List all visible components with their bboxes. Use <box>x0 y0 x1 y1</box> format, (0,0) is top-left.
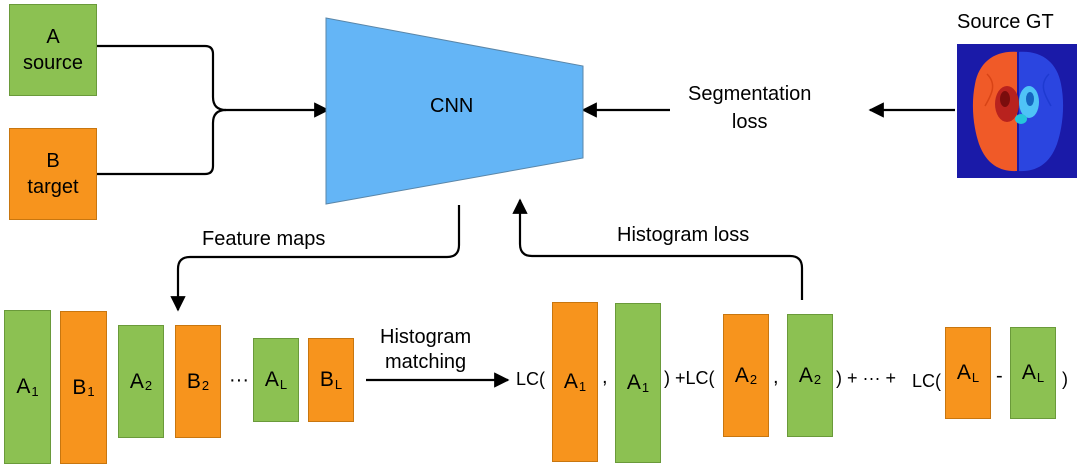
histogram-loss-label: Histogram loss <box>617 224 750 246</box>
loss-term1-b-letter: A <box>626 371 641 394</box>
loss-dash: - <box>996 365 1003 387</box>
feature-map-bl-letter: B <box>319 368 334 391</box>
segmentation-loss-line1: Segmentation <box>688 83 812 105</box>
loss-close-plus-dots: ) + ··· + <box>836 368 897 388</box>
loss-term3-b-letter: A <box>1021 361 1036 384</box>
feature-map-b2-letter: B <box>186 369 201 393</box>
loss-term3-a-sub: L <box>971 369 980 385</box>
loss-plus-lc2: +LC( <box>675 368 715 388</box>
feature-map-b1-sub: 1 <box>87 384 95 399</box>
loss-term1-a-sub: 1 <box>578 378 587 394</box>
histogram-matching-label: Histogram matching <box>380 325 471 375</box>
feature-maps-label: Feature maps <box>202 228 326 250</box>
cnn-label: CNN <box>430 95 474 117</box>
histogram-matching-line2: matching <box>384 351 467 373</box>
histogram-loss-arrow <box>512 198 804 300</box>
loss-term3-b-sub: L <box>1036 369 1045 385</box>
feature-map-al-sub: L <box>279 376 288 392</box>
input-a-letter: A <box>46 26 60 48</box>
loss-term2-b-sub: 2 <box>813 372 822 387</box>
feature-map-a1-letter: A <box>16 375 31 398</box>
loss-term2-a-sub: 2 <box>749 372 758 387</box>
feature-maps-arrow <box>170 205 461 312</box>
input-a-connector <box>96 44 227 112</box>
feature-ellipsis: ··· <box>229 369 249 391</box>
input-b-word: target <box>27 176 79 198</box>
loss-lc3-open: LC( <box>912 371 942 391</box>
input-b-connector <box>96 108 227 176</box>
feature-map-al-letter: A <box>264 368 279 391</box>
input-a-source: A source <box>9 4 97 96</box>
feature-map-bl-sub: L <box>334 376 343 392</box>
feature-map-b1-letter: B <box>72 375 87 399</box>
feature-map-a1-sub: 1 <box>31 383 39 399</box>
loss-term2-b-letter: A <box>798 363 813 387</box>
feature-map-a2-sub: 2 <box>144 378 153 393</box>
loss-term2-a-letter: A <box>734 363 749 387</box>
loss-term3-a-letter: A <box>956 361 971 384</box>
cnn-block <box>325 17 584 205</box>
source-gt-title: Source GT <box>957 11 1054 33</box>
loss-comma2: , <box>773 366 779 388</box>
loss-lc1-open: LC( <box>516 369 546 389</box>
feature-map-b2-sub: 2 <box>201 378 210 393</box>
input-a-word: source <box>22 52 84 74</box>
input-b-target: B target <box>9 128 97 220</box>
loss-close3: ) <box>1062 369 1068 389</box>
segmentation-loss-line2: loss <box>731 111 768 133</box>
histogram-matching-line1: Histogram <box>380 326 472 348</box>
brain-segmentation-graphic <box>972 51 1064 172</box>
segmentation-loss-label: Segmentation loss <box>688 80 811 136</box>
source-gt-image <box>957 44 1077 178</box>
loss-term1-a-letter: A <box>563 370 578 393</box>
loss-comma1: , <box>602 366 608 388</box>
loss-close1: ) <box>664 368 670 388</box>
input-b-letter: B <box>46 150 60 172</box>
feature-map-a2-letter: A <box>129 369 144 393</box>
loss-term1-b-sub: 1 <box>641 379 650 395</box>
